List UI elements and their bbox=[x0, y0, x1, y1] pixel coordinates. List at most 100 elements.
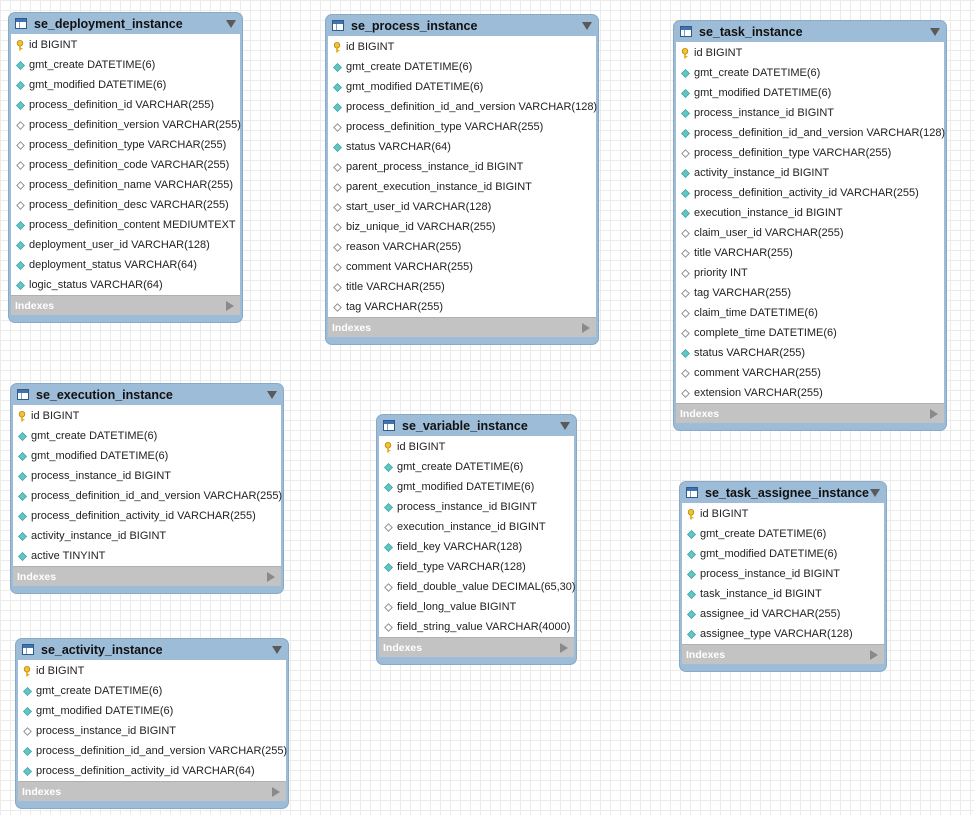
expand-arrow-right-icon[interactable] bbox=[582, 322, 590, 333]
column-row[interactable]: process_instance_id BIGINT bbox=[379, 497, 574, 517]
column-row[interactable]: gmt_modified DATETIME(6) bbox=[11, 75, 240, 95]
collapse-chevron-down-icon[interactable] bbox=[870, 488, 880, 497]
table-header[interactable]: se_activity_instance bbox=[18, 639, 286, 660]
expand-arrow-right-icon[interactable] bbox=[267, 571, 275, 582]
column-row[interactable]: parent_execution_instance_id BIGINT bbox=[328, 177, 596, 197]
column-row[interactable]: complete_time DATETIME(6) bbox=[676, 323, 944, 343]
table-header[interactable]: se_execution_instance bbox=[13, 384, 281, 405]
column-row[interactable]: status VARCHAR(64) bbox=[328, 137, 596, 157]
column-row[interactable]: process_definition_id VARCHAR(255) bbox=[11, 95, 240, 115]
column-row[interactable]: id BIGINT bbox=[682, 504, 884, 524]
column-row[interactable]: biz_unique_id VARCHAR(255) bbox=[328, 217, 596, 237]
column-row[interactable]: process_definition_version VARCHAR(255) bbox=[11, 115, 241, 135]
column-row[interactable]: process_definition_content MEDIUMTEXT bbox=[11, 215, 240, 235]
expand-arrow-right-icon[interactable] bbox=[226, 300, 234, 311]
column-row[interactable]: claim_time DATETIME(6) bbox=[676, 303, 944, 323]
column-row[interactable]: comment VARCHAR(255) bbox=[328, 257, 596, 277]
collapse-chevron-down-icon[interactable] bbox=[267, 390, 277, 399]
table-header[interactable]: se_task_assignee_instance bbox=[682, 482, 884, 503]
column-row[interactable]: gmt_modified DATETIME(6) bbox=[682, 544, 884, 564]
collapse-chevron-down-icon[interactable] bbox=[226, 19, 236, 28]
table-header[interactable]: se_task_instance bbox=[676, 21, 944, 42]
column-row[interactable]: priority INT bbox=[676, 263, 944, 283]
column-row[interactable]: task_instance_id BIGINT bbox=[682, 584, 884, 604]
column-row[interactable]: title VARCHAR(255) bbox=[676, 243, 944, 263]
column-row[interactable]: process_definition_name VARCHAR(255) bbox=[11, 175, 240, 195]
column-row[interactable]: title VARCHAR(255) bbox=[328, 277, 596, 297]
indexes-section[interactable]: Indexes bbox=[328, 317, 596, 337]
column-row[interactable]: id BIGINT bbox=[379, 437, 574, 457]
column-row[interactable]: id BIGINT bbox=[676, 43, 944, 63]
column-row[interactable]: active TINYINT bbox=[13, 546, 281, 566]
indexes-section[interactable]: Indexes bbox=[11, 295, 240, 315]
column-row[interactable]: parent_process_instance_id BIGINT bbox=[328, 157, 596, 177]
table-header[interactable]: se_variable_instance bbox=[379, 415, 574, 436]
column-row[interactable]: process_definition_activity_id VARCHAR(2… bbox=[13, 506, 281, 526]
column-row[interactable]: gmt_create DATETIME(6) bbox=[676, 63, 944, 83]
column-row[interactable]: deployment_user_id VARCHAR(128) bbox=[11, 235, 240, 255]
column-row[interactable]: field_double_value DECIMAL(65,30) bbox=[379, 577, 576, 597]
collapse-chevron-down-icon[interactable] bbox=[272, 645, 282, 654]
indexes-section[interactable]: Indexes bbox=[676, 403, 944, 423]
column-row[interactable]: process_definition_id_and_version VARCHA… bbox=[328, 97, 597, 117]
column-row[interactable]: reason VARCHAR(255) bbox=[328, 237, 596, 257]
column-row[interactable]: process_definition_id_and_version VARCHA… bbox=[18, 741, 287, 761]
column-row[interactable]: execution_instance_id BIGINT bbox=[379, 517, 574, 537]
column-row[interactable]: process_definition_desc VARCHAR(255) bbox=[11, 195, 240, 215]
column-row[interactable]: extension VARCHAR(255) bbox=[676, 383, 944, 403]
column-row[interactable]: gmt_create DATETIME(6) bbox=[13, 426, 281, 446]
column-row[interactable]: gmt_create DATETIME(6) bbox=[18, 681, 286, 701]
column-row[interactable]: gmt_modified DATETIME(6) bbox=[676, 83, 944, 103]
column-row[interactable]: process_instance_id BIGINT bbox=[18, 721, 286, 741]
expand-arrow-right-icon[interactable] bbox=[560, 642, 568, 653]
column-row[interactable]: tag VARCHAR(255) bbox=[676, 283, 944, 303]
expand-arrow-right-icon[interactable] bbox=[272, 786, 280, 797]
collapse-chevron-down-icon[interactable] bbox=[560, 421, 570, 430]
column-row[interactable]: id BIGINT bbox=[328, 37, 596, 57]
column-row[interactable]: logic_status VARCHAR(64) bbox=[11, 275, 240, 295]
column-row[interactable]: process_definition_type VARCHAR(255) bbox=[676, 143, 944, 163]
column-row[interactable]: process_definition_activity_id VARCHAR(6… bbox=[18, 761, 286, 781]
collapse-chevron-down-icon[interactable] bbox=[582, 21, 592, 30]
table-header[interactable]: se_process_instance bbox=[328, 15, 596, 36]
column-row[interactable]: id BIGINT bbox=[18, 661, 286, 681]
column-row[interactable]: field_long_value BIGINT bbox=[379, 597, 574, 617]
column-row[interactable]: gmt_modified DATETIME(6) bbox=[328, 77, 596, 97]
indexes-section[interactable]: Indexes bbox=[18, 781, 286, 801]
table-header[interactable]: se_deployment_instance bbox=[11, 13, 240, 34]
column-row[interactable]: gmt_create DATETIME(6) bbox=[682, 524, 884, 544]
expand-arrow-right-icon[interactable] bbox=[930, 408, 938, 419]
column-row[interactable]: process_definition_type VARCHAR(255) bbox=[11, 135, 240, 155]
column-row[interactable]: process_instance_id BIGINT bbox=[13, 466, 281, 486]
column-row[interactable]: comment VARCHAR(255) bbox=[676, 363, 944, 383]
column-row[interactable]: tag VARCHAR(255) bbox=[328, 297, 596, 317]
column-row[interactable]: execution_instance_id BIGINT bbox=[676, 203, 944, 223]
column-row[interactable]: field_key VARCHAR(128) bbox=[379, 537, 574, 557]
column-row[interactable]: activity_instance_id BIGINT bbox=[13, 526, 281, 546]
column-row[interactable]: process_definition_code VARCHAR(255) bbox=[11, 155, 240, 175]
column-row[interactable]: assignee_type VARCHAR(128) bbox=[682, 624, 884, 644]
column-row[interactable]: process_instance_id BIGINT bbox=[682, 564, 884, 584]
column-row[interactable]: activity_instance_id BIGINT bbox=[676, 163, 944, 183]
column-row[interactable]: process_definition_id_and_version VARCHA… bbox=[13, 486, 282, 506]
column-row[interactable]: process_definition_id_and_version VARCHA… bbox=[676, 123, 945, 143]
column-row[interactable]: start_user_id VARCHAR(128) bbox=[328, 197, 596, 217]
indexes-section[interactable]: Indexes bbox=[379, 637, 574, 657]
column-row[interactable]: claim_user_id VARCHAR(255) bbox=[676, 223, 944, 243]
column-row[interactable]: id BIGINT bbox=[11, 35, 240, 55]
column-row[interactable]: gmt_create DATETIME(6) bbox=[11, 55, 240, 75]
expand-arrow-right-icon[interactable] bbox=[870, 649, 878, 660]
column-row[interactable]: gmt_create DATETIME(6) bbox=[379, 457, 574, 477]
collapse-chevron-down-icon[interactable] bbox=[930, 27, 940, 36]
column-row[interactable]: status VARCHAR(255) bbox=[676, 343, 944, 363]
column-row[interactable]: assignee_id VARCHAR(255) bbox=[682, 604, 884, 624]
column-row[interactable]: gmt_modified DATETIME(6) bbox=[18, 701, 286, 721]
column-row[interactable]: gmt_modified DATETIME(6) bbox=[379, 477, 574, 497]
column-row[interactable]: field_type VARCHAR(128) bbox=[379, 557, 574, 577]
indexes-section[interactable]: Indexes bbox=[682, 644, 884, 664]
